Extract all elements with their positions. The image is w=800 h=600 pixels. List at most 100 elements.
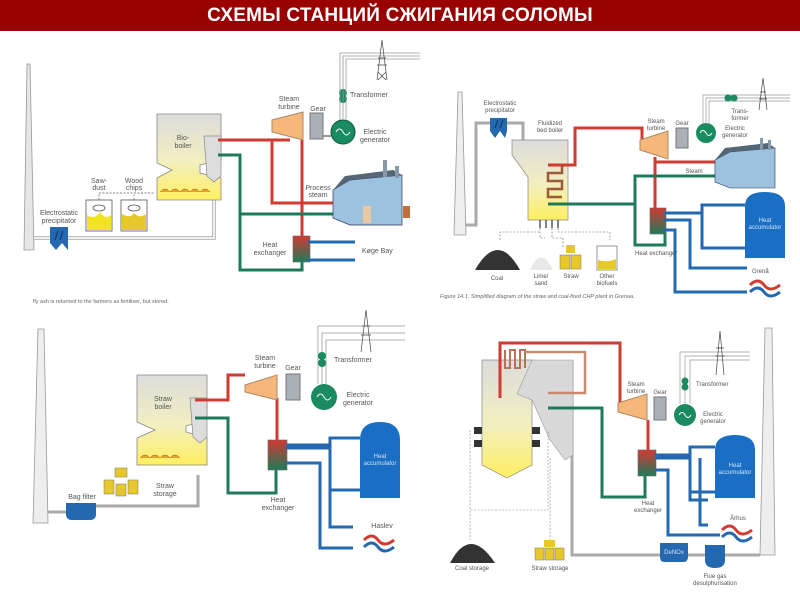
- hx-label-2: exchanger: [262, 505, 295, 512]
- accumulator-label-2: accumulator: [719, 470, 752, 476]
- boiler-label-1: Fluidized: [538, 121, 562, 127]
- factory-building: [332, 160, 410, 226]
- heat-wave-icon: [362, 534, 395, 546]
- steam-pipe: [548, 126, 644, 167]
- precipitator-label-1: Electrostatic: [484, 101, 517, 107]
- district-heating-pipes: [286, 436, 360, 550]
- electrostatic-precipitator-icon: [490, 118, 507, 138]
- boiler-label-2: boiler: [154, 404, 172, 411]
- woodchips-label-1: Wood: [125, 178, 143, 185]
- other-biofuels-bin: [596, 245, 618, 271]
- gear-box: [285, 373, 301, 401]
- coal-storage-pile: [450, 544, 495, 563]
- transformer-icon: [724, 94, 738, 102]
- power-pylon-icon: [360, 310, 372, 353]
- heat-accumulator: [745, 192, 785, 258]
- accumulator-label-1: Heat: [759, 218, 772, 224]
- steam-pipe: [218, 138, 338, 205]
- destination-label: Haslev: [371, 523, 393, 530]
- precipitator-label-1: Electrostatic: [40, 210, 79, 217]
- caption: Figure 14.1. Simplified diagram of the s…: [440, 294, 635, 300]
- cyclone: [203, 135, 222, 183]
- straw-storage-bales: [103, 467, 139, 497]
- page-title: СХЕМЫ СТАНЦИЙ СЖИГАНИЯ СОЛОМЫ: [207, 4, 593, 26]
- chimney: [759, 327, 776, 556]
- district-heating-pipes: [655, 445, 720, 537]
- storage-label-2: storage: [153, 491, 176, 498]
- gear-label: Gear: [653, 390, 666, 396]
- boiler-label-2: boiler: [174, 143, 192, 150]
- caption: fly ash is returned to the farmers as fe…: [33, 299, 169, 305]
- gear-label: Gear: [675, 121, 688, 127]
- lime-label-2: sand: [534, 281, 547, 287]
- accumulator-label-2: accumulator: [364, 461, 397, 467]
- chimney: [453, 91, 467, 236]
- hx-label-1: Heat: [271, 497, 286, 504]
- denox-label: DeNOx: [664, 550, 684, 556]
- sawdust-label-2: dust: [92, 185, 105, 192]
- destination-label: Grenå: [752, 268, 769, 275]
- return-water-pipe: [548, 174, 715, 206]
- heat-accumulator: [715, 435, 755, 498]
- precipitator-label-2: precipitator: [485, 108, 515, 114]
- steam-turbine: [271, 111, 304, 141]
- fluidized-bed-boiler: [511, 139, 569, 221]
- storage-label-1: Straw: [156, 483, 175, 490]
- destination-label: Århus: [730, 515, 746, 522]
- generator-label-2: generator: [360, 137, 391, 144]
- hx-label-1: Heat: [642, 501, 655, 507]
- straw-storage-bales: [534, 540, 565, 561]
- boiler-label-1: Bio-: [177, 135, 190, 142]
- biofuels-label-2: biofuels: [597, 281, 618, 287]
- flue-gas-duct: [48, 475, 200, 514]
- steam-label: Steam: [685, 169, 702, 175]
- fgd-label-2: desulphurisation: [693, 581, 737, 587]
- electrostatic-precipitator-icon: [50, 227, 68, 250]
- gear-box: [653, 396, 667, 421]
- steam-pipe: [498, 341, 622, 403]
- transformer-label: Transformer: [334, 357, 373, 364]
- gear-box: [675, 127, 689, 149]
- destination-label: Køge Bay: [362, 248, 393, 255]
- process-steam-label-1: Process: [305, 185, 331, 192]
- generator-label-1: Electric: [364, 129, 387, 136]
- lime-sand-pile: [530, 257, 553, 270]
- cyclone: [189, 397, 208, 444]
- turbine-label-1: Steam: [279, 96, 299, 103]
- accumulator-label-1: Heat: [729, 463, 742, 469]
- coal-pile: [475, 250, 520, 270]
- transformer-label: Transformer: [350, 92, 389, 99]
- return-water-pipe: [548, 406, 647, 499]
- flue-gas-desulphurisation: [705, 545, 725, 568]
- woodchips-label-2: chips: [126, 185, 143, 192]
- diagram-koge-bay: Electrostatic precipitator Saw- dust Woo…: [23, 40, 420, 305]
- transformer-label-2: former: [731, 116, 748, 122]
- burners: [474, 427, 540, 447]
- transformer-icon: [681, 377, 689, 391]
- heat-exchanger: [637, 449, 657, 477]
- title-bar: СХЕМЫ СТАНЦИЙ СЖИГАНИЯ СОЛОМЫ: [0, 0, 800, 31]
- hx-label-1: Heat: [263, 242, 278, 249]
- heat-wave-icon: [720, 524, 753, 536]
- turbine-label-2: turbine: [647, 126, 666, 132]
- transformer-label-1: Trans-: [731, 109, 748, 115]
- hx-label-2: exchanger: [634, 508, 662, 514]
- precipitator-label-2: precipitator: [42, 218, 77, 225]
- hx-label: Heat exchanger: [635, 251, 677, 257]
- chimney: [23, 63, 35, 251]
- diagram-haslev: Bag filter Straw boiler Straw storage He…: [32, 310, 405, 553]
- power-pylon-icon: [376, 40, 388, 81]
- heat-exchanger: [267, 439, 288, 471]
- coal-label: Coal: [491, 276, 503, 282]
- generator-label-1: Electric: [725, 126, 745, 132]
- turbine-label-2: turbine: [627, 389, 646, 395]
- factory-building: [714, 138, 776, 189]
- diagram-grena: Electrostatic precipitator Fluidized bed…: [440, 77, 790, 300]
- biofuels-label-1: Other: [599, 274, 614, 280]
- generator-label-2: generator: [722, 133, 748, 139]
- process-steam-label-2: steam: [308, 192, 327, 199]
- boiler-label-1: Straw: [154, 396, 173, 403]
- woodchips-bin: [120, 199, 148, 232]
- koge-bay-pipes: [308, 240, 355, 262]
- fgd-label-1: Flue gas: [703, 574, 726, 580]
